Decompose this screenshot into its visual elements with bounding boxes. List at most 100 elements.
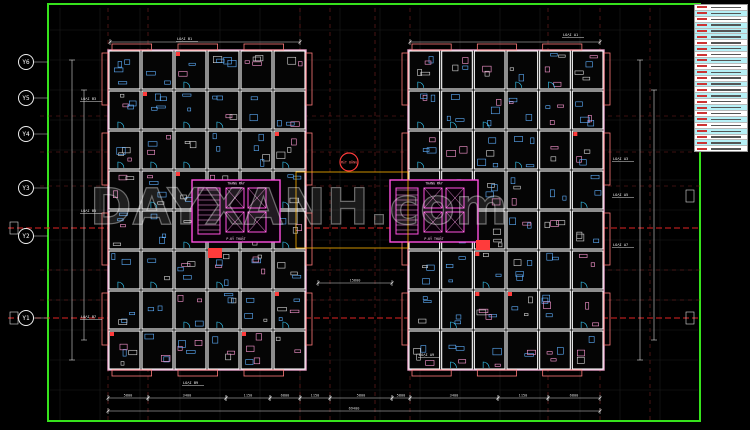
legend-row bbox=[695, 64, 747, 70]
room-cell bbox=[207, 90, 240, 130]
room-cell bbox=[473, 130, 506, 170]
room-cell bbox=[207, 250, 240, 290]
room-cell bbox=[240, 90, 273, 130]
unit-tag: LOẠI B7 bbox=[81, 315, 96, 319]
room-cell bbox=[273, 130, 306, 170]
room-cell bbox=[108, 210, 141, 250]
room-cell bbox=[108, 330, 141, 370]
room-cell bbox=[441, 130, 473, 170]
dimension-label: 3400 bbox=[183, 394, 192, 398]
room-cell bbox=[408, 90, 441, 130]
room-cell bbox=[141, 170, 174, 210]
room-cell bbox=[506, 130, 539, 170]
dimension-label: 5800 bbox=[124, 394, 133, 398]
axis-bubble-label: Y6 bbox=[22, 59, 30, 66]
room-cell bbox=[240, 250, 273, 290]
room-cell bbox=[539, 250, 571, 290]
room-cell bbox=[571, 290, 604, 330]
unit-tag: LOẠI A9 bbox=[419, 353, 434, 357]
room-cell bbox=[571, 90, 604, 130]
room-cell bbox=[108, 250, 141, 290]
drawing-border bbox=[47, 3, 701, 422]
room-cell bbox=[506, 250, 539, 290]
axis-bubble-label: Y5 bbox=[22, 95, 30, 102]
room-cell bbox=[174, 90, 207, 130]
room-cell bbox=[571, 130, 604, 170]
room-cell bbox=[408, 290, 441, 330]
room-cell bbox=[441, 290, 473, 330]
room-cell bbox=[441, 50, 473, 90]
room-cell bbox=[108, 170, 141, 210]
axis-bubble-label: Y3 bbox=[22, 185, 30, 192]
room-cell bbox=[408, 250, 441, 290]
room-cell bbox=[539, 210, 571, 250]
room-cell bbox=[273, 90, 306, 130]
room-cell bbox=[174, 50, 207, 90]
room-cell bbox=[571, 250, 604, 290]
legend-row bbox=[695, 140, 747, 147]
dimension-label: 5800 bbox=[397, 394, 406, 398]
legend-row bbox=[695, 93, 747, 100]
legend-row bbox=[695, 28, 747, 35]
legend-row bbox=[695, 58, 747, 64]
room-cell bbox=[207, 130, 240, 170]
room-cell bbox=[174, 330, 207, 370]
unit-tag: LOẠI B9 bbox=[183, 381, 198, 385]
room-cell bbox=[141, 50, 174, 90]
room-cell bbox=[108, 90, 141, 130]
room-cell bbox=[141, 130, 174, 170]
axis-bubble bbox=[18, 180, 34, 196]
legend-row bbox=[695, 34, 747, 41]
legend-row bbox=[695, 10, 747, 17]
room-cell bbox=[174, 250, 207, 290]
dimension-label: 6800 bbox=[281, 394, 290, 398]
room-cell bbox=[571, 330, 604, 370]
room-cell bbox=[539, 290, 571, 330]
core-label: THANG MÁY bbox=[227, 181, 244, 186]
room-cell bbox=[539, 170, 571, 210]
room-cell bbox=[207, 50, 240, 90]
unit-tag: LOẠI A5 bbox=[613, 193, 628, 197]
room-cell bbox=[473, 250, 506, 290]
room-cell bbox=[240, 330, 273, 370]
room-cell bbox=[539, 330, 571, 370]
room-cell bbox=[174, 130, 207, 170]
axis-bubble bbox=[18, 228, 34, 244]
legend-row bbox=[695, 76, 747, 82]
legend-row bbox=[695, 22, 747, 29]
room-cell bbox=[273, 290, 306, 330]
legend-row bbox=[695, 146, 747, 151]
room-cell bbox=[506, 50, 539, 90]
room-cell bbox=[240, 50, 273, 90]
dimension-label: 1150 bbox=[519, 394, 528, 398]
unit-tag: LOẠI A7 bbox=[613, 243, 628, 247]
layer-legend-panel[interactable] bbox=[694, 4, 748, 152]
legend-row bbox=[695, 116, 747, 123]
room-cell bbox=[108, 130, 141, 170]
room-cell bbox=[441, 250, 473, 290]
room-cell bbox=[141, 250, 174, 290]
core-outline bbox=[191, 179, 281, 243]
legend-row bbox=[695, 17, 747, 23]
room-cell bbox=[539, 90, 571, 130]
room-cell bbox=[141, 290, 174, 330]
core-label: THANG MÁY bbox=[425, 181, 442, 186]
room-cell bbox=[539, 130, 571, 170]
room-cell bbox=[273, 50, 306, 90]
dimension-label: 1150 bbox=[311, 394, 320, 398]
axis-bubble bbox=[18, 90, 34, 106]
room-cell bbox=[473, 90, 506, 130]
legend-row bbox=[695, 123, 747, 129]
room-cell bbox=[506, 330, 539, 370]
axis-bubble bbox=[18, 126, 34, 142]
unit-tag: LOẠI A3 bbox=[613, 157, 628, 161]
room-cell bbox=[571, 210, 604, 250]
legend-row bbox=[695, 105, 747, 112]
room-cell bbox=[108, 50, 141, 90]
room-cell bbox=[473, 330, 506, 370]
legend-row bbox=[695, 111, 747, 117]
